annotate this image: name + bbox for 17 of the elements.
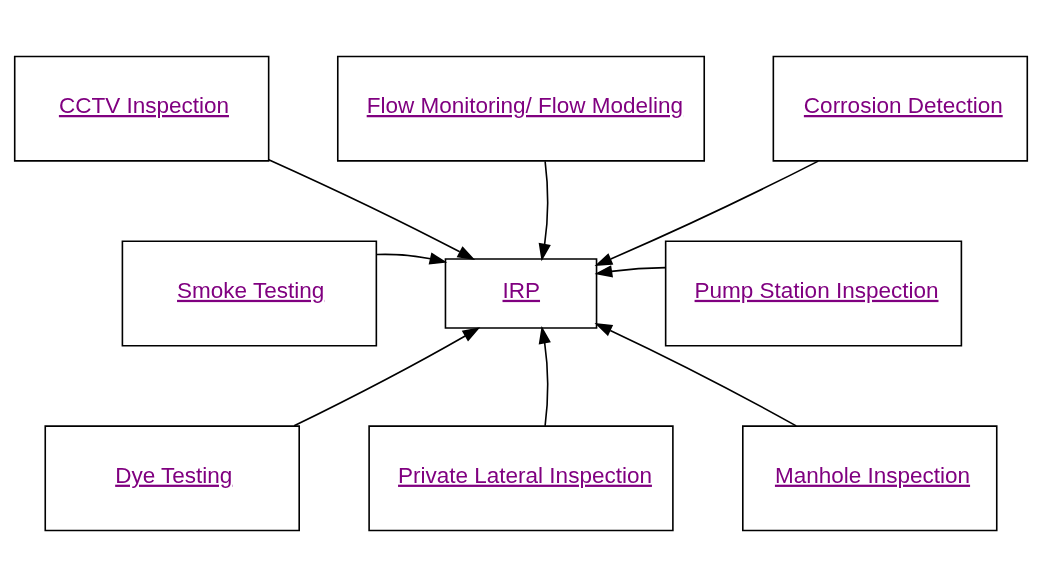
arrow <box>375 252 448 265</box>
arrow <box>594 322 797 427</box>
node-box: Corrosion Detection <box>772 55 1029 162</box>
arrow <box>293 326 481 427</box>
arrow <box>538 325 551 427</box>
arrow <box>594 264 667 277</box>
node-box: CCTV Inspection <box>13 55 270 162</box>
node-box: IRP <box>444 257 598 329</box>
node-box: Manhole Inspection <box>742 424 998 531</box>
node-box: Flow Monitoring/ Flow Modeling <box>336 55 706 162</box>
node-box: Dye Testing <box>44 424 300 531</box>
arrow <box>594 159 820 266</box>
node-box: Pump Station Inspection <box>664 239 963 347</box>
arrow <box>267 158 476 260</box>
node-box: Smoke Testing <box>121 239 378 347</box>
arrow <box>538 160 551 261</box>
node-box: Private Lateral Inspection <box>368 424 674 531</box>
